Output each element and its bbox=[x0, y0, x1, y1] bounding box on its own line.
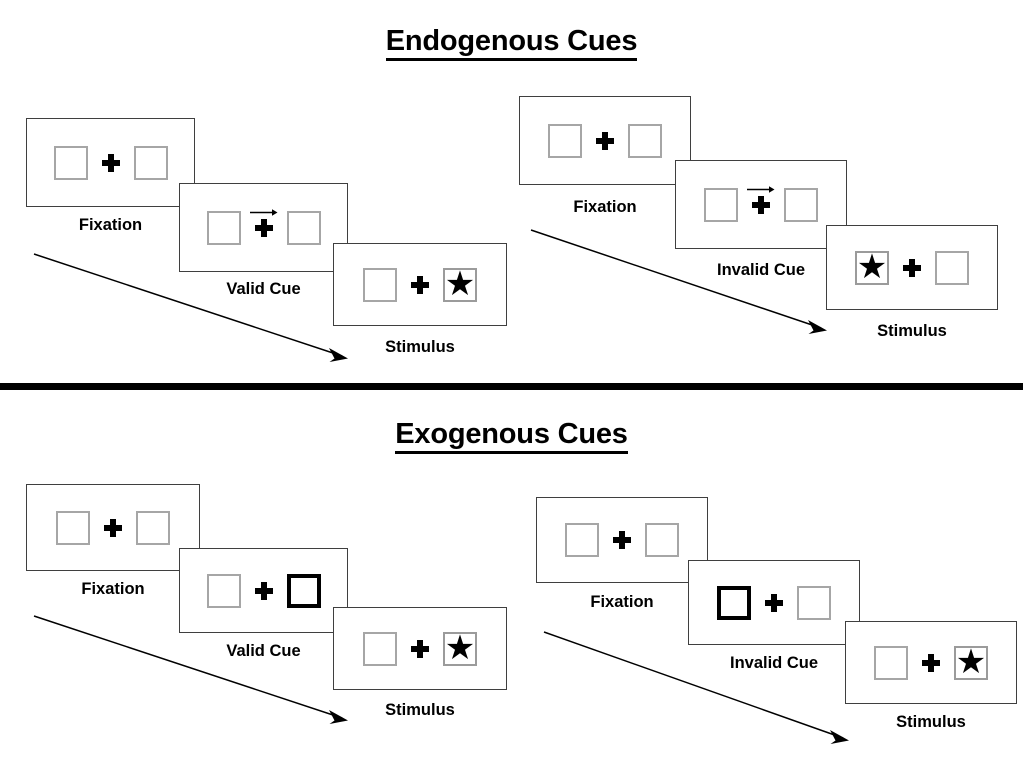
plus-icon bbox=[903, 258, 921, 277]
box-left bbox=[206, 210, 241, 245]
panel-content bbox=[676, 161, 846, 248]
fixation-cross-slot bbox=[582, 124, 628, 158]
plus-icon bbox=[411, 639, 429, 658]
panel-endogenous-valid-fixation[interactable] bbox=[26, 118, 195, 207]
box-right-with-target: ★ bbox=[443, 628, 477, 667]
caption-endogenous-invalid-stimulus: Stimulus bbox=[877, 322, 947, 340]
fixation-cross-slot bbox=[397, 632, 443, 666]
box-right-with-target: ★ bbox=[954, 642, 988, 681]
panel-content bbox=[180, 184, 347, 271]
panel-content bbox=[689, 561, 859, 644]
caption-endogenous-valid-stimulus: Stimulus bbox=[385, 338, 455, 356]
plus-icon bbox=[596, 131, 614, 150]
caption-exogenous-invalid-stimulus: Stimulus bbox=[896, 713, 966, 731]
panel-exogenous-valid-stimulus[interactable]: ★ bbox=[333, 607, 507, 690]
plus-icon bbox=[254, 218, 273, 237]
panel-endogenous-invalid-fixation[interactable] bbox=[519, 96, 691, 185]
panel-endogenous-invalid-cue[interactable] bbox=[675, 160, 847, 249]
box-left bbox=[206, 573, 241, 608]
arrow-right-icon bbox=[747, 185, 775, 195]
plus-icon bbox=[254, 581, 273, 600]
box-right bbox=[136, 510, 170, 545]
plus-icon bbox=[101, 153, 120, 172]
panel-exogenous-valid-fixation[interactable] bbox=[26, 484, 200, 571]
plus-icon bbox=[411, 275, 429, 294]
panel-exogenous-invalid-fixation[interactable] bbox=[536, 497, 708, 583]
panel-content: ★ bbox=[334, 244, 506, 325]
plus-icon bbox=[752, 195, 770, 214]
caption-exogenous-invalid-fixation: Fixation bbox=[590, 593, 654, 611]
caption-endogenous-invalid-cue: Invalid Cue bbox=[716, 261, 806, 279]
fixation-cross-slot bbox=[599, 523, 645, 557]
box-left-cued bbox=[717, 585, 751, 620]
fixation-cross-slot bbox=[88, 146, 134, 180]
section-title-exogenous-text: Exogenous Cues bbox=[395, 418, 628, 454]
box-right bbox=[286, 210, 321, 245]
panel-endogenous-valid-stimulus[interactable]: ★ bbox=[333, 243, 507, 326]
box-right bbox=[797, 585, 831, 620]
box-right bbox=[133, 145, 168, 180]
panel-exogenous-valid-cue[interactable] bbox=[179, 548, 348, 633]
box-left bbox=[548, 123, 582, 158]
box-left bbox=[565, 523, 599, 557]
box-left-with-target: ★ bbox=[855, 247, 889, 286]
caption-endogenous-invalid-fixation: Fixation bbox=[573, 198, 637, 216]
box-left bbox=[53, 145, 88, 180]
box-right bbox=[784, 187, 818, 222]
box-left bbox=[56, 510, 90, 545]
panel-content bbox=[27, 119, 194, 206]
caption-exogenous-valid-fixation: Fixation bbox=[81, 580, 145, 598]
panel-content bbox=[27, 485, 199, 570]
panel-content: ★ bbox=[334, 608, 506, 689]
fixation-cross-slot bbox=[241, 574, 287, 608]
fixation-cross-slot bbox=[90, 511, 136, 545]
fixation-cross-slot bbox=[908, 646, 954, 680]
fixation-cross-slot bbox=[241, 208, 287, 245]
box-right bbox=[628, 123, 662, 158]
box-right-cued bbox=[286, 573, 321, 608]
box-left bbox=[363, 631, 397, 666]
star-icon: ★ bbox=[856, 247, 888, 286]
panel-exogenous-invalid-cue[interactable] bbox=[688, 560, 860, 645]
caption-endogenous-valid-cue: Valid Cue bbox=[226, 280, 301, 298]
panel-content: ★ bbox=[846, 622, 1016, 703]
fixation-cross-slot bbox=[397, 268, 443, 302]
section-title-exogenous: Exogenous Cues bbox=[0, 418, 1023, 454]
panel-content: ★ bbox=[827, 226, 997, 309]
caption-exogenous-invalid-cue: Invalid Cue bbox=[729, 654, 819, 672]
plus-icon bbox=[613, 531, 631, 549]
section-divider bbox=[0, 383, 1023, 390]
panel-exogenous-invalid-stimulus[interactable]: ★ bbox=[845, 621, 1017, 704]
plus-icon bbox=[104, 518, 122, 537]
box-left bbox=[874, 645, 908, 680]
fixation-cross-slot bbox=[889, 251, 935, 285]
box-left bbox=[363, 267, 397, 302]
section-title-endogenous: Endogenous Cues bbox=[0, 25, 1023, 61]
star-icon: ★ bbox=[444, 264, 476, 303]
panel-endogenous-valid-cue[interactable] bbox=[179, 183, 348, 272]
caption-endogenous-valid-fixation: Fixation bbox=[78, 216, 143, 234]
panel-content bbox=[180, 549, 347, 632]
box-right-with-target: ★ bbox=[443, 264, 477, 303]
caption-exogenous-valid-stimulus: Stimulus bbox=[385, 701, 455, 719]
box-left bbox=[704, 187, 738, 222]
star-icon: ★ bbox=[955, 642, 987, 681]
panel-endogenous-invalid-stimulus[interactable]: ★ bbox=[826, 225, 998, 310]
arrow-right-icon bbox=[249, 208, 278, 218]
fixation-cross-slot bbox=[738, 185, 784, 222]
box-right bbox=[645, 523, 679, 557]
panel-content bbox=[520, 97, 690, 184]
star-icon: ★ bbox=[444, 628, 476, 667]
section-title-endogenous-text: Endogenous Cues bbox=[385, 25, 637, 61]
plus-icon bbox=[765, 593, 783, 612]
caption-exogenous-valid-cue: Valid Cue bbox=[226, 642, 301, 660]
box-right bbox=[935, 250, 969, 285]
timeline-arrow-exogenous-invalid bbox=[540, 628, 860, 748]
plus-icon bbox=[922, 653, 940, 672]
panel-content bbox=[537, 498, 707, 582]
fixation-cross-slot bbox=[751, 586, 797, 620]
